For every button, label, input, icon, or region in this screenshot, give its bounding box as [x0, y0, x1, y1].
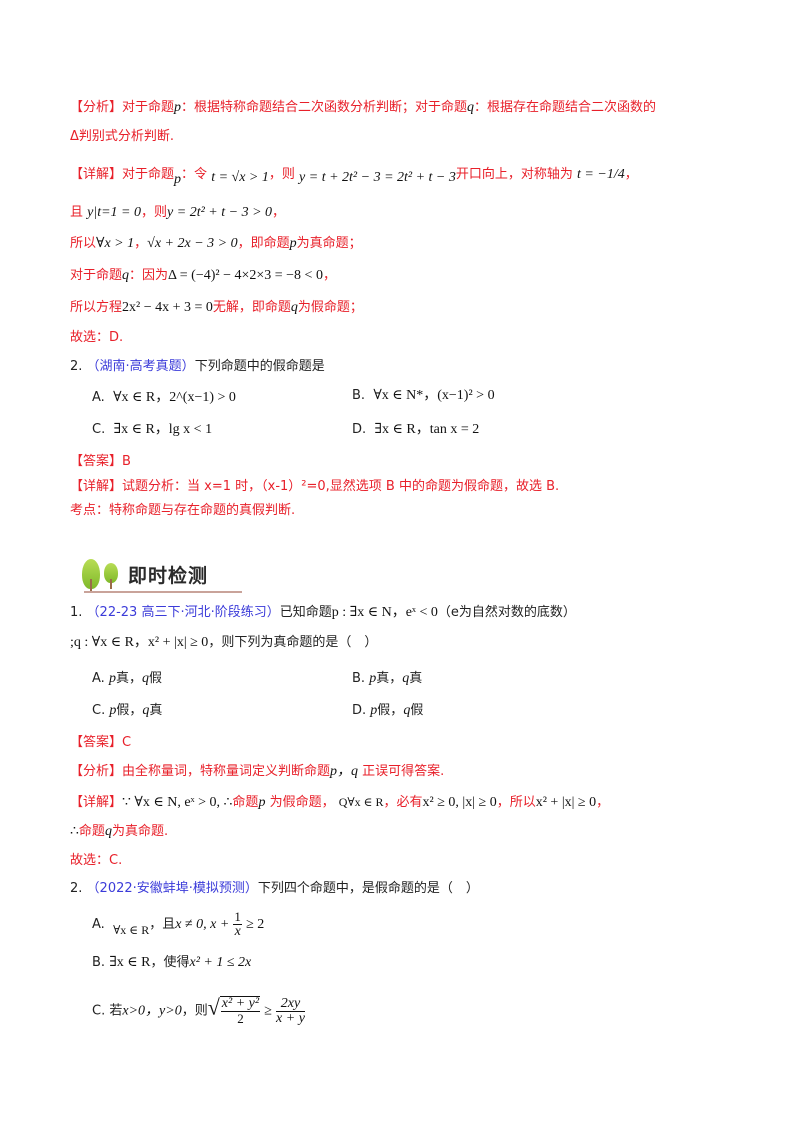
option-a: A. p真，q假	[92, 671, 162, 686]
option-a: A. ∀x ∈ R，2^(x−1) > 0	[92, 390, 236, 405]
tree-icon-small	[104, 563, 118, 583]
analysis-line-2: Δ判别式分析判断.	[70, 129, 175, 144]
option-d: D. ∃x ∈ R，tan x = 2	[352, 422, 480, 437]
detail-line-1: 【详解】对于命题p：令 t = √x > 1，则 y = t + 2t² − 3…	[70, 167, 638, 187]
question-source: （2022·安徽蚌埠·模拟预测）	[86, 881, 258, 896]
option-b: B. ∀x ∈ N*，(x−1)² > 0	[352, 388, 495, 403]
section-divider	[84, 591, 242, 593]
question-2-stem: 2. （湖南·高考真题）下列命题中的假命题是	[70, 359, 325, 374]
option-c: C. p假，q真	[92, 703, 163, 718]
detail-line-5: 所以方程2x² − 4x + 3 = 0无解，即命题q为假命题；	[70, 300, 363, 315]
detail-line-1: 【详解】∵ ∀x ∈ N, eˣ > 0, ∴命题p 为假命题， Q∀x ∈ R…	[70, 795, 610, 810]
math-axis: t = −1/4	[577, 167, 625, 182]
math-t-sqrt: t = √x > 1	[211, 170, 269, 185]
question-source: （22-23 高三下·河北·阶段练习）	[86, 605, 280, 620]
check-question-2-stem: 2. （2022·安徽蚌埠·模拟预测）下列四个命题中，是假命题的是（ ）	[70, 881, 479, 896]
answer-line: 【答案】C	[70, 735, 132, 750]
sqrt-sign: √	[207, 994, 220, 1020]
check-question-1-stem: 1. （22-23 高三下·河北·阶段练习）已知命题p : ∃x ∈ N，eˣ …	[70, 605, 576, 620]
choose-line: 故选：C.	[70, 853, 123, 868]
section-title: 即时检测	[128, 565, 209, 587]
question-source: （湖南·高考真题）	[86, 359, 195, 374]
detail-tag: 【详解】	[70, 167, 123, 182]
answer-line: 【答案】B	[70, 454, 131, 469]
option-d: D. p假，q假	[352, 703, 424, 718]
detail-line-3: 所以∀x > 1，√x + 2x − 3 > 0，即命题p为真命题；	[70, 236, 362, 251]
detail-line-2: ∴命题q为真命题.	[70, 824, 169, 839]
analysis-line: 【分析】由全称量词，特称量词定义判断命题p，q 正误可得答案.	[70, 764, 445, 779]
section-header: 即时检测	[78, 553, 248, 593]
option-b: B. ∃x ∈ R，使得x² + 1 ≤ 2x	[92, 955, 252, 970]
analysis-tag: 【分析】	[70, 100, 123, 115]
kaodian-line: 考点：特称命题与存在命题的真假判断.	[70, 503, 296, 518]
analysis-line-1: 【分析】对于命题p：根据特称命题结合二次函数分析判断；对于命题q：根据存在命题结…	[70, 100, 657, 115]
detail-line: 【详解】试题分析：当 x=1 时，（x-1）²=0,显然选项 B 中的命题为假命…	[70, 479, 560, 494]
check-question-1-stem-2: ;q : ∀x ∈ R，x² + |x| ≥ 0，则下列为真命题的是（ ）	[70, 635, 378, 650]
option-c: C. ∃x ∈ R，lg x < 1	[92, 422, 213, 437]
choose-line: 故选：D.	[70, 330, 124, 345]
option-b: B. p真，q真	[352, 671, 423, 686]
detail-line-2: 且 y|t=1 = 0，则y = 2t² + t − 3 > 0，	[70, 205, 286, 220]
tree-icon	[82, 559, 100, 589]
detail-line-4: 对于命题q：因为Δ = (−4)² − 4×2×3 = −8 < 0，	[70, 268, 336, 283]
math-y-expr: y = t + 2t² − 3 = 2t² + t − 3	[299, 170, 456, 185]
